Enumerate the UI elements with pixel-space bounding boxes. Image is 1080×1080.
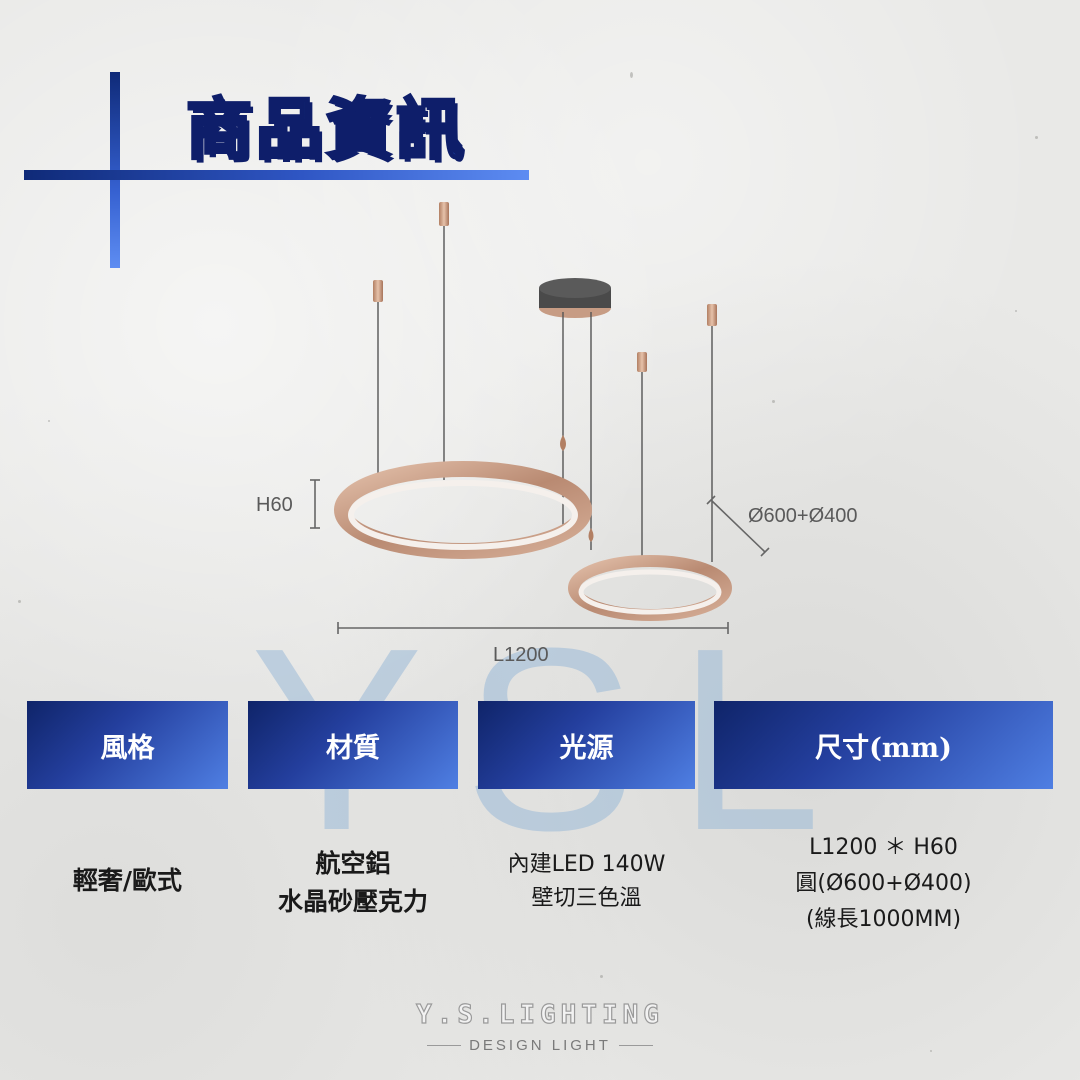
speck bbox=[1035, 136, 1038, 139]
page-title: 商品資訊 bbox=[185, 90, 466, 170]
brand-tagline: DESIGN LIGHT bbox=[390, 1037, 690, 1054]
cable-drop bbox=[588, 528, 594, 542]
brand-logo-text: Y.S.LIGHTING bbox=[415, 999, 664, 1030]
spec-value-size: L1200 ＊ H60 圓(Ø600+Ø400) (線長1000MM) bbox=[714, 830, 1053, 938]
spec-value-light: 內建LED 140W 壁切三色溫 bbox=[478, 848, 695, 916]
dimension-lines bbox=[310, 479, 770, 634]
length-dimension-label: L1200 bbox=[493, 644, 549, 666]
tagline-rule-left bbox=[427, 1045, 462, 1046]
spec-value-material: 航空鋁 水晶砂壓克力 bbox=[248, 845, 458, 921]
speck bbox=[630, 72, 633, 78]
spec-value-line: 圓(Ø600+Ø400) bbox=[795, 871, 972, 896]
brand-tagline-text: DESIGN LIGHT bbox=[469, 1037, 611, 1054]
spec-header-material: 材質 bbox=[248, 701, 458, 789]
speck bbox=[930, 1050, 932, 1052]
spec-header-size: 尺寸(mm) bbox=[714, 701, 1053, 789]
spec-value-line: 水晶砂壓克力 bbox=[277, 887, 428, 916]
canopy bbox=[539, 278, 611, 318]
height-dimension-label: H60 bbox=[256, 494, 293, 516]
speck bbox=[48, 420, 50, 422]
spec-value-line: 壁切三色溫 bbox=[531, 886, 642, 911]
diameter-dimension-label: Ø600+Ø400 bbox=[748, 505, 858, 527]
large-ring bbox=[334, 461, 592, 559]
tagline-rule-right bbox=[618, 1045, 653, 1046]
spec-value-line: (線長1000MM) bbox=[805, 907, 962, 932]
spec-value-style: 輕奢/歐式 bbox=[27, 864, 228, 898]
speck bbox=[1015, 310, 1017, 312]
cable-drop bbox=[560, 435, 566, 451]
spec-value-line: 輕奢/歐式 bbox=[72, 866, 183, 895]
spec-value-line: L1200 ＊ H60 bbox=[809, 835, 958, 860]
spec-header-style: 風格 bbox=[27, 701, 228, 789]
small-ring bbox=[568, 555, 732, 621]
speck bbox=[600, 975, 603, 978]
wire-caps bbox=[373, 202, 717, 372]
spec-value-line: 內建LED 140W bbox=[507, 852, 666, 877]
speck bbox=[772, 400, 775, 403]
speck bbox=[18, 600, 21, 603]
suspension-wires bbox=[377, 224, 713, 562]
chandelier-illustration bbox=[310, 202, 770, 634]
spec-header-light: 光源 bbox=[478, 701, 695, 789]
spec-value-line: 航空鋁 bbox=[315, 849, 391, 878]
header-horizontal-line bbox=[24, 170, 529, 180]
